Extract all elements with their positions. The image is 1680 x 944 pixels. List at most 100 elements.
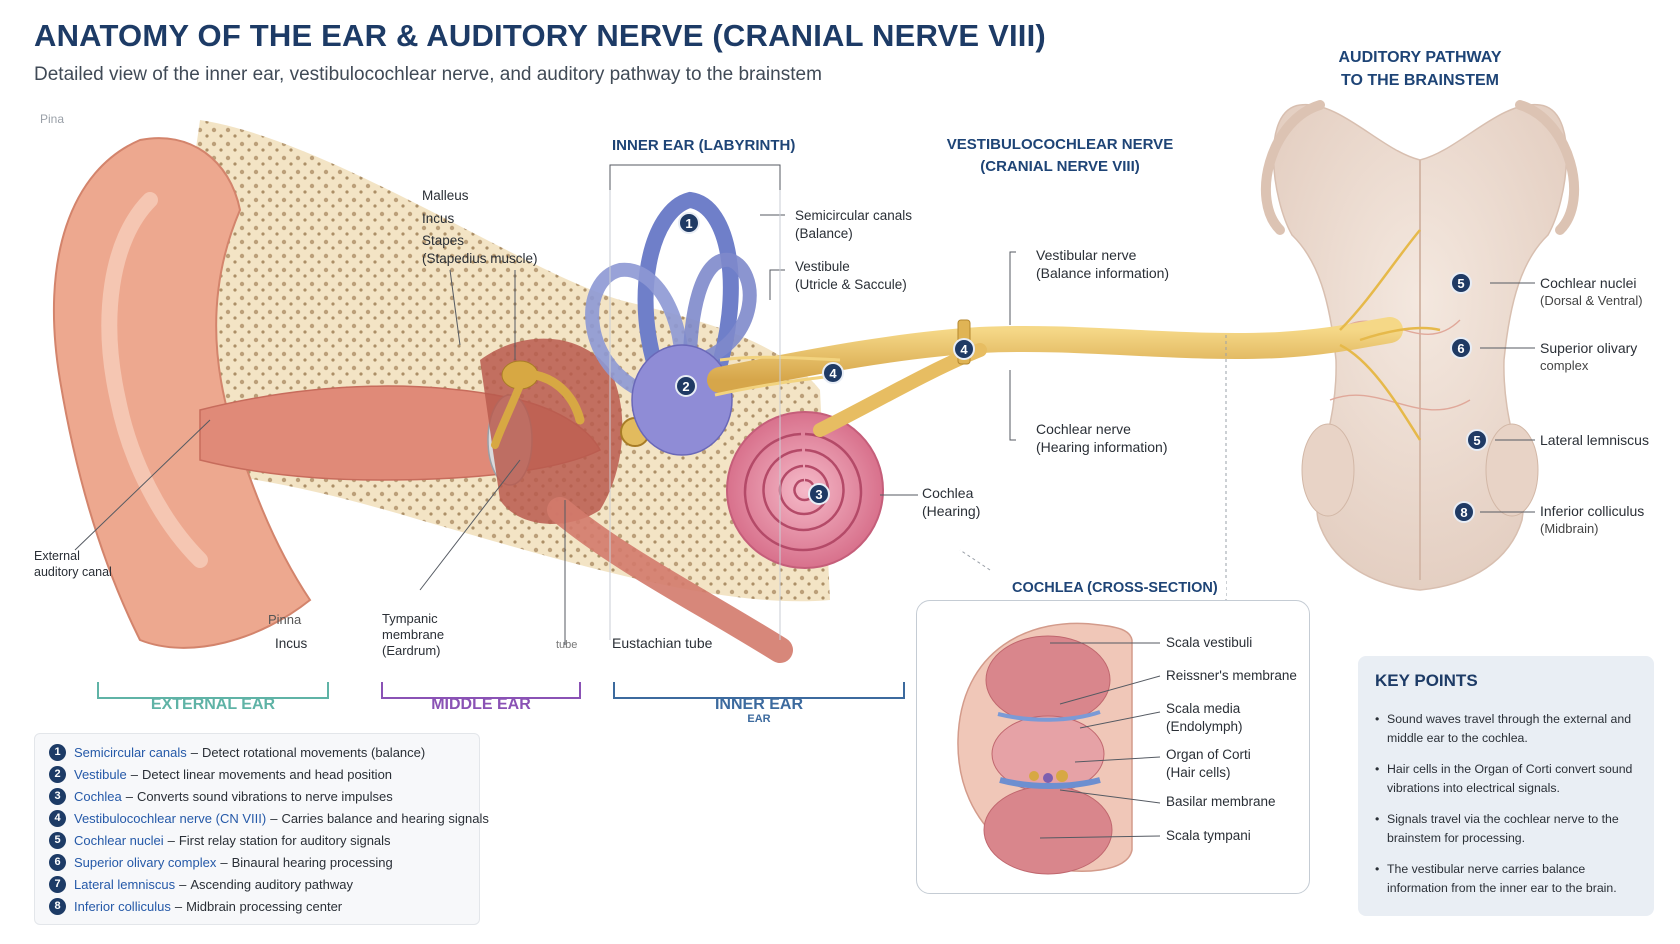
legend-description: Midbrain processing center [186,898,343,914]
vestibular-nerve-label: Vestibular nerve (Balance information) [1036,246,1169,282]
badge-5b: 5 [1466,429,1488,451]
badge-4b: 4 [953,338,975,360]
legend-term: Semicircular canals [74,744,187,760]
legend-number: 6 [49,853,66,871]
legend-separator: – [179,876,187,892]
legend-description: Binaural hearing processing [231,854,393,870]
legend-separator: – [190,744,198,760]
legend-term: Vestibule [74,766,127,782]
badge-1: 1 [678,212,700,234]
tympanic-line3: (Eardrum) [382,643,441,658]
vestibular-nerve-note: (Balance information) [1036,265,1170,281]
incus-bottom-label: Incus [275,636,308,651]
cochlear-nuclei-note: (Dorsal & Ventral) [1540,293,1643,308]
cochlear-nerve-name: Cochlear nerve [1036,421,1131,437]
eustachian-tube [547,497,793,663]
key-point-text: Hair cells in the Organ of Corti convert… [1387,762,1633,795]
organ-of-corti-label: Organ of Corti (Hair cells) [1166,746,1251,782]
scala-vestibuli-label: Scala vestibuli [1166,635,1253,650]
organ-of-corti-note: (Hair cells) [1166,765,1231,780]
vestibular-nerve-name: Vestibular nerve [1036,247,1137,263]
eustachian-tube-label: Eustachian tube [612,635,713,651]
pathway-section-title-line2: TO THE BRAINSTEM [1341,72,1499,89]
cochlear-nuclei-name: Cochlear nuclei [1540,275,1637,291]
reissner-membrane-label: Reissner's membrane [1166,668,1297,683]
vestibule-note: (Utricle & Saccule) [795,277,907,292]
legend-item: 1 Semicircular canals–Detect rotational m… [49,742,425,762]
page-title: ANATOMY OF THE EAR & AUDITORY NERVE (CRA… [34,18,1046,53]
inferior-colliculus-name: Inferior colliculus [1540,503,1645,519]
key-point-item: Sound waves travel through the external … [1375,710,1643,748]
pathway-section-title-line1: AUDITORY PATHWAY [1338,49,1502,66]
region-inner-ear-extra: EAR [747,713,771,725]
legend-item: 2 Vestibule–Detect linear movements and h… [49,764,392,784]
legend-number: 8 [49,897,66,915]
semicircular-canals [585,191,757,397]
vestibule-name: Vestibule [795,259,850,274]
badge-4a: 4 [822,362,844,384]
legend-description: Detect linear movements and head positio… [142,766,393,782]
scala-tympani-label: Scala tympani [1166,828,1251,843]
badge-6: 6 [1450,337,1472,359]
badge-5a: 5 [1450,272,1472,294]
legend-separator: – [130,766,138,782]
pinna-top-label: Pina [40,112,65,126]
badge-2: 2 [675,375,697,397]
badge-3: 3 [808,483,830,505]
region-middle-ear: MIDDLE EAR [431,696,531,713]
legend-number: 1 [49,743,66,761]
incus-top-label: Incus [422,211,455,226]
legend-term: Inferior colliculus [74,898,171,914]
key-points-panel: KEY POINTS Sound waves travel through th… [1358,656,1654,916]
lateral-lemniscus-label: Lateral lemniscus [1540,432,1649,448]
legend-description: Carries balance and hearing signals [281,810,489,826]
scala-media-note: (Endolymph) [1166,719,1243,734]
cochlea-note: (Hearing) [922,503,981,519]
legend-term: Superior olivary complex [74,854,217,870]
pinna [52,137,312,649]
page-subtitle: Detailed view of the inner ear, vestibul… [34,64,822,85]
stapedius-note: (Stapedius muscle) [422,251,538,266]
legend-separator: – [167,832,175,848]
nerve-section-title-line2: (CRANIAL NERVE VIII) [980,158,1140,175]
inferior-colliculus-note: (Midbrain) [1540,521,1599,536]
legend-separator: – [125,788,133,804]
nerve-section-title-line1: VESTIBULOCOCHLEAR NERVE [946,136,1174,153]
region-brackets [97,682,905,699]
legend-number: 2 [49,765,66,783]
legend-number: 4 [49,809,66,827]
external-canal-label: External auditory canal [34,548,112,580]
legend-description: Detect rotational movements (balance) [201,744,426,760]
key-point-item: The vestibular nerve carries balance inf… [1375,860,1643,898]
region-inner-ear: INNER EAR [714,696,803,713]
key-point-item: Hair cells in the Organ of Corti convert… [1375,760,1643,798]
cochlea-label: Cochlea (Hearing) [922,484,980,520]
legend-term: Cochlear nuclei [74,832,164,848]
inner-ear-section-title: INNER EAR (LABYRINTH) [612,137,796,154]
legend-separator: – [270,810,278,826]
semicircular-name: Semicircular canals [795,208,913,223]
legend-number: 3 [49,787,66,805]
brainstem [1261,100,1579,591]
superior-olivary-note: complex [1540,358,1589,373]
key-point-item: Signals travel via the cochlear nerve to… [1375,810,1643,848]
scala-media-name: Scala media [1166,701,1241,716]
tympanic-line2: membrane [382,627,445,642]
key-point-text: The vestibular nerve carries balance inf… [1387,862,1617,895]
pinna-bottom-label: Pinna [268,612,302,627]
region-external-ear: EXTERNAL EAR [150,696,276,713]
malleus-label: Malleus [422,188,469,203]
legend-description: Converts sound vibrations to nerve impul… [136,788,393,804]
legend-term: Cochlea [74,788,122,804]
cochlear-nerve-note: (Hearing information) [1036,439,1168,455]
scala-media-label: Scala media (Endolymph) [1166,700,1243,736]
semicircular-note: (Balance) [795,226,853,241]
organ-of-corti-name: Organ of Corti [1166,747,1251,762]
cochlear-nerve-label: Cochlear nerve (Hearing information) [1036,420,1168,456]
external-canal-line1: External [34,549,80,563]
key-points-title: KEY POINTS [1375,671,1478,690]
